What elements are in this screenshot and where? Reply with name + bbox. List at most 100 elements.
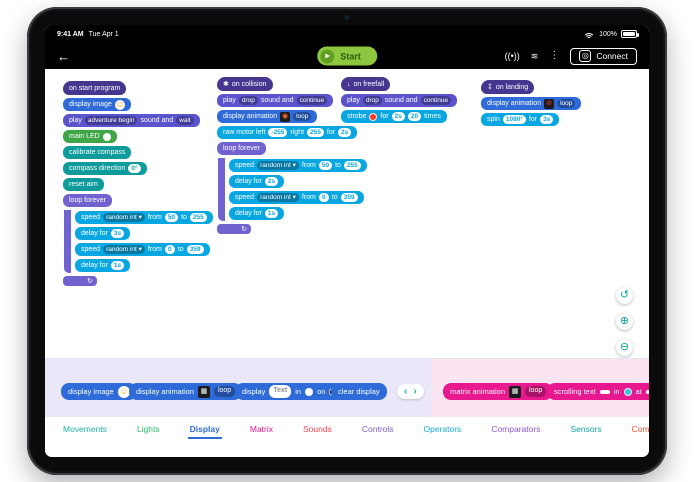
value-field[interactable]: 0° [128,163,141,174]
value-field[interactable]: 255 [189,212,207,223]
dropdown-chip[interactable]: random int ▾ [257,160,299,171]
tab-operators[interactable]: Operators [423,424,462,434]
undo-button[interactable]: ↺ [616,287,633,304]
dropdown-chip[interactable]: loop [525,385,547,398]
value-field[interactable]: 1s [264,208,279,219]
matrix-animation-block[interactable]: matrix animation▦loop [443,383,554,400]
reset-aim-block[interactable]: reset aim [63,178,104,191]
value-field[interactable]: 1080° [502,114,526,125]
on-collision-block[interactable]: ✱on collision [217,77,273,91]
tab-controls[interactable]: Controls [361,424,394,434]
text-value-field[interactable] [599,389,610,394]
overflow-menu-icon[interactable]: ⋮ [549,50,560,61]
value-field[interactable]: 359 [186,244,204,255]
display-image-block[interactable]: display image☺ [63,98,131,111]
zoom-out-button[interactable]: ⊖ [616,339,633,356]
value-field[interactable]: 2s [338,127,352,138]
value-field[interactable]: 255 [343,160,361,171]
value-field[interactable]: 50 [164,212,179,223]
on-start-program-block[interactable]: on start program [63,81,127,95]
tab-matrix[interactable]: Matrix [249,424,274,434]
value-field[interactable]: 20 [407,111,422,122]
text-color-swatch[interactable] [623,387,632,396]
value-field[interactable] [645,389,649,394]
value-field[interactable]: -255 [268,127,288,138]
dropdown-chip[interactable]: drop [362,95,382,106]
start-button[interactable]: ▶ Start [317,46,377,66]
main-led-block[interactable]: main LED [63,130,117,143]
on-freefall-block[interactable]: ↓on freefall [341,77,391,91]
on-landing-block[interactable]: ↧on landing [481,80,535,94]
dropdown-chip[interactable]: drop [238,95,258,106]
broadcast-icon[interactable]: ((•)) [504,50,520,61]
dropdown-chip[interactable]: adventure begin [84,115,138,126]
canvas[interactable]: ↺ ⊕ ⊖ on start program display image☺ play… [45,69,649,358]
value-field[interactable]: 255 [307,127,324,138]
zoom-in-button[interactable]: ⊕ [616,313,633,330]
display-animation-block[interactable]: display animation⊘loop [481,97,582,110]
value-field[interactable]: Text [269,385,292,398]
led-color-swatch[interactable] [102,132,111,141]
dropdown-chip[interactable]: random int ▾ [103,212,145,223]
loop-header[interactable]: loop forever [217,142,266,155]
display-animation-block[interactable]: display animation◉loop [217,110,318,123]
dropdown-chip[interactable]: continue [420,95,452,106]
dropdown-chip[interactable]: random int ▾ [257,192,299,203]
signal-icon[interactable]: ≋ [530,50,539,61]
display-image-block[interactable]: display image☺ [61,383,137,400]
value-field[interactable]: 3s [540,114,554,125]
tab-communications[interactable]: Communications [631,424,649,434]
value-field[interactable]: 1s [110,260,125,271]
tab-movements[interactable]: Movements [63,424,107,434]
value-field[interactable]: 359 [340,192,358,203]
dropdown-chip[interactable]: loop [213,385,236,398]
value-field[interactable]: 0 [164,244,175,255]
tab-display[interactable]: Display [187,419,222,439]
palette-pager[interactable]: ‹ › [397,384,424,399]
connect-button[interactable]: ◎ Connect [570,47,637,65]
dropdown-chip[interactable]: loop [293,111,312,122]
dropdown-chip[interactable]: wait [176,115,194,126]
dropdown-chip[interactable]: loop [557,98,576,109]
next-page-icon[interactable]: › [413,386,417,397]
display-animation-block[interactable]: display animation▦loop [129,383,243,400]
tab-sounds[interactable]: Sounds [303,424,332,434]
value-field[interactable]: 50 [318,160,333,171]
value-field[interactable]: 2s [391,111,405,122]
prev-page-icon[interactable]: ‹ [404,386,408,397]
tab-comparators[interactable]: Comparators [491,424,541,434]
value-field[interactable]: 3s [110,228,125,239]
tab-sensors[interactable]: Sensors [570,424,602,434]
dropdown-chip[interactable]: continue [296,95,328,106]
value-field[interactable]: 2s [264,176,279,187]
clear-display-block[interactable]: clear display [331,383,387,400]
tab-lights[interactable]: Lights [136,424,160,434]
text-color-swatch[interactable] [305,387,314,396]
loop-header[interactable]: loop forever [63,194,112,207]
strobe-color-swatch[interactable] [369,112,378,121]
dropdown-chip[interactable]: random int ▾ [103,244,145,255]
value-field[interactable]: 0 [318,192,329,203]
